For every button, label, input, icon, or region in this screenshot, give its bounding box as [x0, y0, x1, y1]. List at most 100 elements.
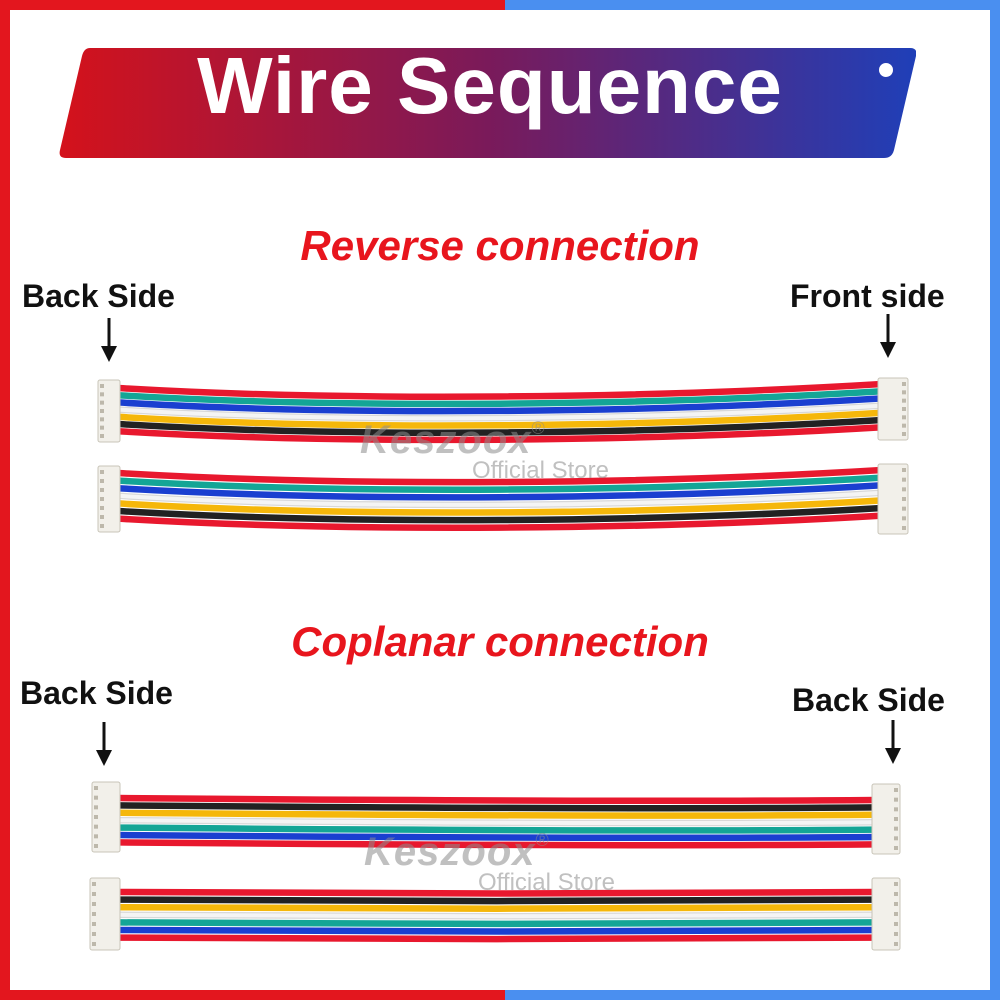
reverse-left-label: Back Side — [22, 278, 175, 314]
connector-pin — [100, 515, 104, 519]
connector-pin — [92, 942, 96, 946]
connector-pin — [894, 942, 898, 946]
connector-pin — [100, 409, 104, 413]
watermark-brand: Keszoox — [360, 418, 532, 462]
connector-pin — [902, 497, 906, 501]
watermark: Keszoox® Official Store — [364, 830, 615, 897]
connector-pin — [92, 912, 96, 916]
arrow-down-icon — [96, 722, 112, 766]
connector-pin — [100, 417, 104, 422]
arrow-down-icon — [101, 318, 117, 362]
watermark-registered: ® — [535, 830, 549, 850]
connector-pin — [100, 506, 104, 510]
connector-pin — [894, 836, 898, 841]
wire-yellow — [114, 497, 886, 516]
wire-red — [114, 839, 880, 849]
wire-yellow — [114, 903, 880, 912]
arrow-down-icon — [885, 720, 901, 764]
page-title: Wire Sequence — [197, 41, 783, 130]
connector-pin — [902, 415, 906, 420]
connector-pin — [100, 488, 104, 492]
connector-pin — [94, 795, 98, 800]
wire-blue — [114, 926, 880, 935]
wire-white-core — [116, 912, 878, 919]
wire-blue — [114, 395, 886, 415]
connector-pin — [100, 497, 104, 501]
wire-black — [114, 802, 880, 812]
connector-pin — [94, 844, 98, 848]
watermark-sub: Official Store — [472, 457, 609, 484]
connector-pin — [894, 902, 898, 906]
connector-pin — [902, 432, 906, 436]
border-right-blue — [990, 0, 1000, 1000]
connector-pin — [92, 932, 96, 936]
watermark-brand: Keszoox — [364, 830, 536, 874]
coplanar-left-label: Back Side — [20, 675, 173, 711]
connector-pin — [902, 407, 906, 411]
wire-black — [114, 416, 886, 436]
wire-teal — [114, 919, 880, 928]
connector-pin — [902, 487, 906, 492]
connector-pin — [902, 516, 906, 521]
watermark: Keszoox® Official Store — [360, 418, 609, 485]
connector-pin — [92, 882, 96, 886]
connector-pin — [894, 932, 898, 936]
wire-white-core — [116, 490, 884, 507]
connector-pin — [902, 423, 906, 428]
wire-black — [114, 896, 880, 905]
reverse-connection-title: Reverse connection — [300, 222, 700, 269]
wire-yellow — [114, 409, 886, 429]
connector-pin — [100, 425, 104, 430]
coplanar-connection-title: Coplanar connection — [291, 618, 709, 665]
wire-blue — [114, 481, 886, 501]
wire-red — [114, 512, 886, 531]
watermark-sub: Official Store — [478, 869, 615, 896]
connector-pin — [92, 922, 96, 926]
connector-pin — [100, 384, 104, 388]
wire-red — [114, 934, 880, 943]
connector-pin — [902, 506, 906, 511]
connector-pin — [902, 477, 906, 482]
wire-red — [114, 466, 886, 486]
connector-pin — [94, 786, 98, 790]
connector — [91, 781, 121, 853]
connector-pin — [902, 390, 906, 395]
connector-pin — [894, 807, 898, 812]
border-left-red — [0, 0, 10, 1000]
connector-pin — [894, 797, 898, 802]
wire-red — [114, 888, 880, 897]
reverse-right-label: Front side — [790, 278, 945, 314]
connector-pin — [100, 479, 104, 483]
connector-pin — [894, 882, 898, 886]
connector-pin — [894, 846, 898, 850]
wire-red — [114, 423, 886, 444]
wire-teal — [114, 824, 880, 834]
border-top-blue — [505, 0, 1000, 10]
connector-pin — [100, 524, 104, 528]
wire-teal — [114, 387, 886, 408]
wire-yellow — [114, 809, 880, 819]
connector-pin — [92, 902, 96, 906]
connector-pin — [100, 434, 104, 438]
connector — [877, 463, 909, 535]
connector — [89, 877, 121, 951]
connector-pin — [902, 398, 906, 403]
connector-pin — [94, 805, 98, 810]
connector-pin — [100, 392, 104, 397]
wire-blue — [114, 831, 880, 842]
title-banner — [59, 48, 916, 158]
coplanar-right-label: Back Side — [792, 682, 945, 718]
connector-pin — [902, 468, 906, 472]
border-top-red — [0, 0, 505, 10]
connector-pin — [894, 892, 898, 896]
connector-pin — [100, 400, 104, 405]
connector-pin — [902, 382, 906, 386]
border-bottom-red — [0, 990, 505, 1000]
watermark-registered: ® — [531, 418, 545, 438]
connector-pin — [94, 834, 98, 839]
wire-red — [114, 380, 886, 400]
wire-black — [114, 504, 886, 524]
wire-white-core — [116, 818, 878, 826]
